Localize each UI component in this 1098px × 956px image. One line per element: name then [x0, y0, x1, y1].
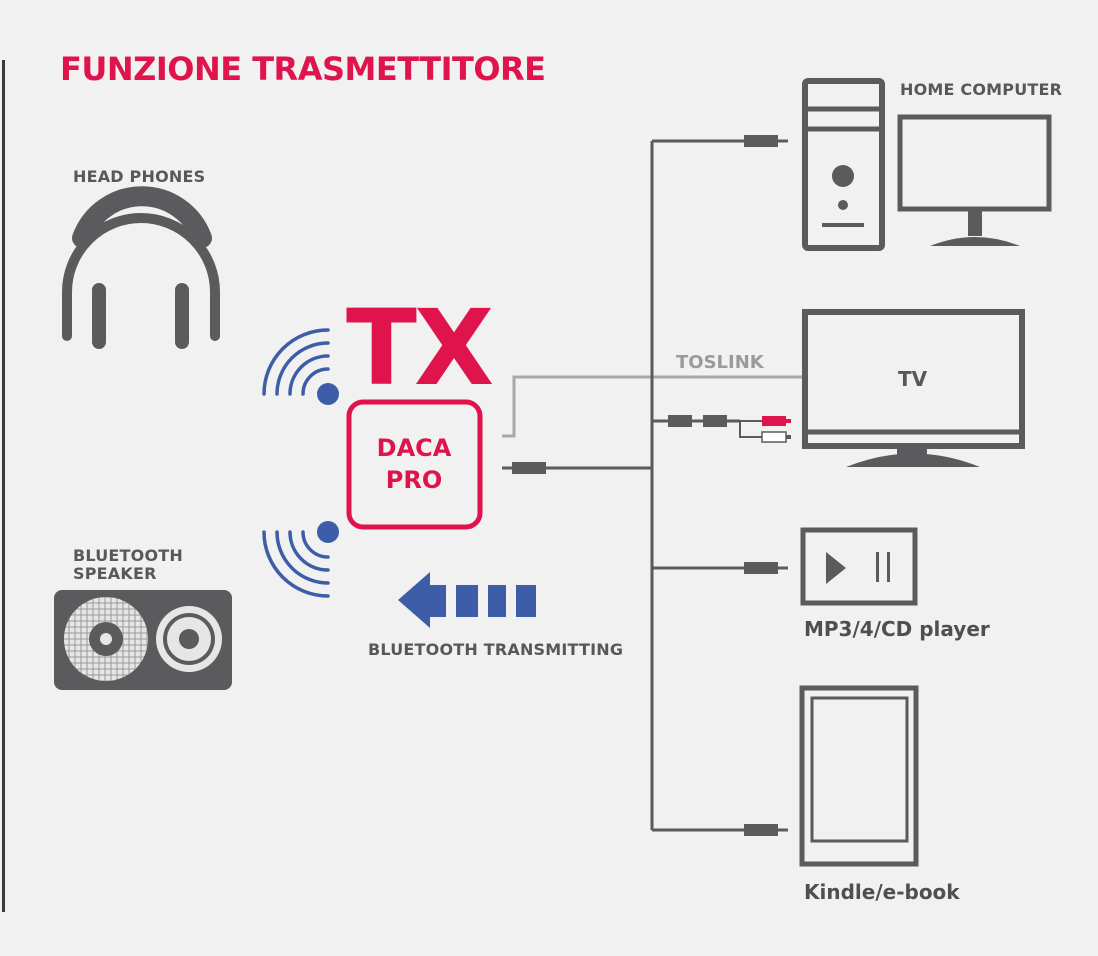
ebook-reader-icon — [799, 685, 919, 867]
device-name-line-2: PRO — [385, 466, 443, 495]
device-name: DACA PRO — [349, 432, 479, 497]
mode-label: TX — [346, 287, 494, 409]
cable-bus — [502, 139, 788, 832]
player-label: MP3/4/CD player — [804, 617, 990, 641]
device-name-line-1: DACA — [376, 434, 452, 462]
page-left-border — [2, 60, 5, 912]
toslink-label: TOSLINK — [676, 352, 764, 373]
ebook-label: Kindle/e-book — [804, 880, 960, 904]
headphones-icon — [62, 186, 220, 349]
rca-connector-icon — [727, 416, 791, 443]
wireless-waves-icon — [262, 328, 339, 405]
arrow-left-icon — [398, 572, 536, 628]
media-player-icon — [800, 527, 918, 606]
computer-label: HOME COMPUTER — [900, 80, 1063, 99]
monitor-icon — [897, 114, 1052, 246]
page-title: FUNZIONE TRASMETTITORE — [60, 50, 546, 88]
bluetooth-transmitting-label: BLUETOOTH TRANSMITTING — [368, 640, 624, 659]
bluetooth-speaker-icon — [54, 590, 232, 690]
daca-pro-device-box — [346, 399, 483, 530]
speaker-label-line-2: SPEAKER — [73, 564, 157, 583]
tv-icon — [802, 309, 1025, 467]
tv-label: TV — [898, 367, 928, 391]
headphones-label: HEAD PHONES — [73, 167, 206, 186]
desktop-computer-icon — [802, 78, 885, 251]
speaker-label-line-1: BLUETOOTH — [73, 546, 183, 565]
cable-plug-icon — [512, 135, 778, 836]
toslink-cable — [502, 375, 805, 438]
wireless-waves-icon — [262, 521, 339, 598]
speaker-label: BLUETOOTH SPEAKER — [73, 547, 183, 583]
